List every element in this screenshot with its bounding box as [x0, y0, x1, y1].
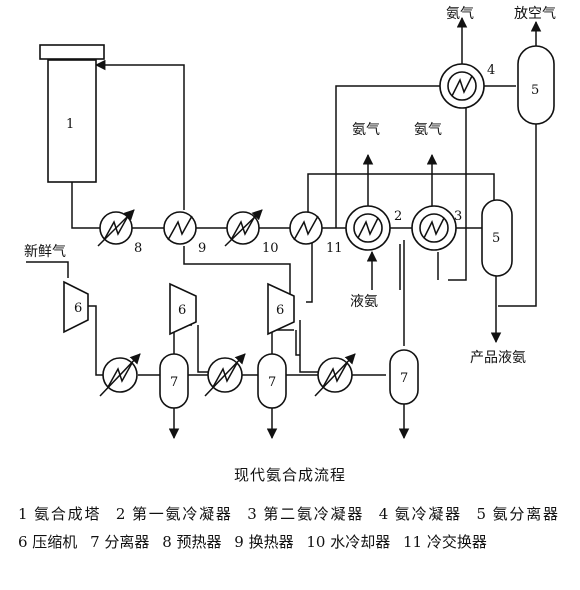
synthesis-tower: 1	[39, 44, 105, 183]
separator-1: 7	[159, 353, 189, 409]
compressor-1: 6	[63, 280, 89, 334]
svg-text:10: 10	[262, 241, 279, 256]
first-ammonia-condenser: 2	[345, 205, 402, 251]
tower-number: 1	[66, 117, 74, 132]
separator-3: 7	[389, 349, 419, 405]
separator-2: 7	[257, 353, 287, 409]
cold-exchanger: 11	[289, 211, 343, 256]
svg-text:11: 11	[326, 241, 343, 256]
svg-text:6: 6	[74, 301, 82, 316]
ammonia-separator-top: 5	[517, 45, 555, 125]
legend-item: 3 第二氨冷凝器	[247, 505, 365, 523]
legend-item: 2 第一氨冷凝器	[115, 505, 233, 523]
legend-item: 10 水冷却器	[306, 533, 391, 551]
equipment-legend: 1 氨合成塔 2 第一氨冷凝器 3 第二氨冷凝器 4 氨冷凝器 5 氨分离器 6…	[18, 500, 566, 556]
svg-text:6: 6	[276, 303, 284, 318]
svg-text:6: 6	[178, 303, 186, 318]
legend-item: 8 预热器	[162, 533, 222, 551]
legend-item: 6 压缩机	[18, 533, 78, 551]
legend-item: 9 换热器	[234, 533, 294, 551]
svg-text:5: 5	[531, 83, 539, 98]
product-liquid-ammonia-label: 产品液氨	[470, 350, 526, 366]
svg-text:7: 7	[400, 371, 408, 386]
legend-item: 1 氨合成塔	[18, 505, 102, 523]
svg-text:5: 5	[492, 231, 500, 246]
legend-item: 5 氨分离器	[476, 505, 559, 523]
vent-gas-label: 放空气	[514, 6, 556, 22]
ammonia-gas-label-top: 氨气	[446, 6, 474, 22]
compressor-2: 6	[169, 282, 197, 336]
compressor-3: 6	[267, 282, 295, 336]
svg-text:9: 9	[198, 241, 206, 256]
liquid-ammonia-label: 液氨	[350, 294, 378, 310]
legend-item: 7 分离器	[90, 533, 150, 551]
second-ammonia-condenser: 3	[411, 205, 462, 251]
legend-item: 11 冷交换器	[403, 533, 487, 551]
water-cooler: 10	[224, 209, 279, 256]
intercooler-2	[204, 353, 246, 397]
intercooler-1	[99, 353, 141, 397]
ammonia-condenser: 4	[439, 63, 495, 109]
ammonia-gas-label-2: 氨气	[352, 122, 380, 138]
fresh-gas-label: 新鲜气	[24, 244, 66, 260]
heat-exchanger: 9	[163, 211, 206, 256]
ammonia-separator: 5	[481, 199, 513, 277]
svg-text:2: 2	[394, 209, 402, 224]
svg-text:8: 8	[134, 241, 142, 256]
intercooler-3	[314, 353, 356, 397]
svg-text:4: 4	[487, 63, 495, 78]
process-flow-diagram: 1 8 9 10 11 2 3 4	[24, 6, 556, 440]
figure-caption: 现代氨合成流程	[233, 466, 346, 484]
preheater: 8	[97, 209, 142, 256]
svg-text:7: 7	[268, 375, 276, 390]
ammonia-gas-label-3: 氨气	[414, 122, 442, 138]
svg-text:3: 3	[454, 209, 462, 224]
svg-text:7: 7	[170, 375, 178, 390]
legend-item: 4 氨冷凝器	[378, 505, 462, 523]
